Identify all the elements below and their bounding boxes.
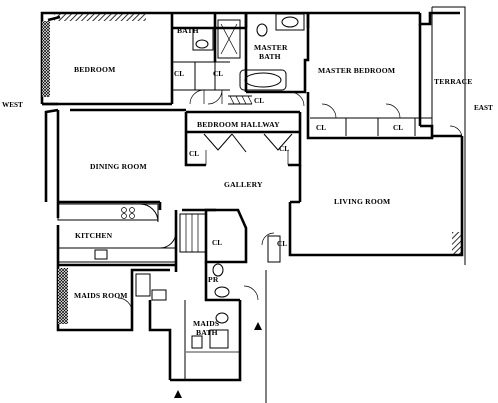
service-core bbox=[186, 208, 281, 353]
bedroom-hallway-label: BEDROOM HALLWAY bbox=[197, 120, 280, 129]
master-bedroom bbox=[306, 92, 463, 140]
wall-hatch bbox=[58, 268, 68, 324]
master-closet-label: CL bbox=[316, 124, 326, 132]
toilet-icon bbox=[215, 312, 229, 324]
maids-bath-label-line1: MAIDS bbox=[193, 319, 219, 328]
bath bbox=[172, 13, 246, 62]
wall-hatch bbox=[452, 232, 461, 254]
bedroom bbox=[42, 13, 230, 106]
bedroom-closet-label: CL bbox=[174, 70, 184, 78]
kitchen-sink-icon bbox=[94, 249, 108, 260]
kitchen-label: KITCHEN bbox=[75, 231, 113, 240]
living-closet-label: CL bbox=[277, 240, 287, 248]
maids-room-label: MAIDS ROOM bbox=[74, 291, 128, 300]
living-room-label: LIVING ROOM bbox=[334, 197, 390, 206]
powder-room-label: PR bbox=[208, 275, 219, 284]
entry-arrow-icon bbox=[174, 390, 182, 398]
hallway-closet-label: CL bbox=[189, 150, 199, 158]
lower-counter bbox=[57, 247, 177, 263]
burner-icon bbox=[129, 207, 135, 213]
hallway-closet-label: CL bbox=[279, 145, 289, 153]
master-bath-closet-label: CL bbox=[254, 97, 264, 105]
maids-room bbox=[58, 268, 170, 324]
maids-bath-label-line2: BATH bbox=[196, 328, 218, 337]
toilet-icon bbox=[212, 263, 224, 277]
bedroom-label: BEDROOM bbox=[74, 65, 115, 74]
bedroom-closet-label: CL bbox=[213, 70, 223, 78]
sink-icon bbox=[214, 286, 230, 298]
window-hatch bbox=[54, 13, 146, 21]
dining-and-gallery bbox=[58, 108, 302, 245]
gallery-closet-label: CL bbox=[212, 239, 222, 247]
burner-icon bbox=[121, 213, 127, 219]
entry-arrow-icon bbox=[254, 322, 262, 330]
wall-hatch bbox=[42, 21, 50, 97]
burner-icon bbox=[121, 207, 127, 213]
bathtub bbox=[239, 69, 287, 91]
burner-icon bbox=[129, 213, 135, 219]
master-bath bbox=[228, 13, 310, 107]
compass-west-label: WEST bbox=[2, 101, 23, 109]
master-closet-label: CL bbox=[393, 124, 403, 132]
sink-icon bbox=[195, 39, 209, 49]
counter bbox=[57, 203, 159, 221]
toilet-icon bbox=[256, 23, 268, 37]
master-bath-label-line1: MASTER bbox=[254, 43, 288, 52]
bath-label: BATH bbox=[177, 26, 199, 35]
kitchen bbox=[57, 203, 207, 272]
gallery-label: GALLERY bbox=[224, 180, 263, 189]
master-bedroom-label: MASTER BEDROOM bbox=[318, 66, 395, 75]
terrace-label: TERRACE bbox=[434, 77, 473, 86]
sink-icon bbox=[281, 16, 299, 28]
compass-east-label: EAST bbox=[474, 104, 493, 112]
dining-room-label: DINING ROOM bbox=[90, 162, 147, 171]
master-bath-label-line2: BATH bbox=[259, 52, 281, 61]
